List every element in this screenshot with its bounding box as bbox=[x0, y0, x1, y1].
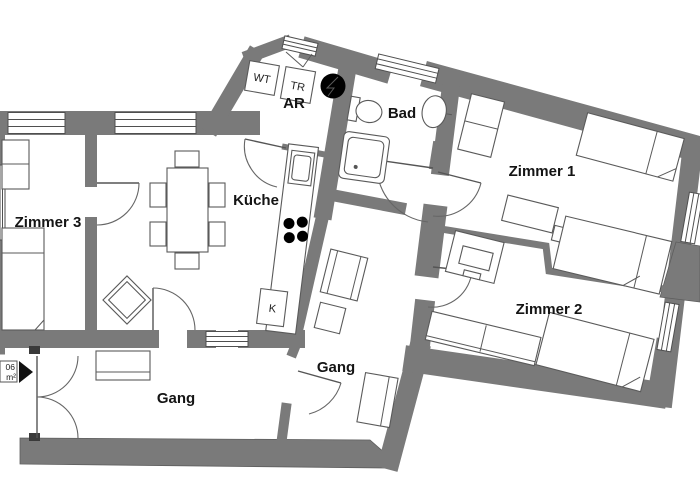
wall-right-step bbox=[659, 241, 700, 303]
window-zimmer2-right bbox=[656, 301, 680, 353]
fridge bbox=[255, 287, 289, 328]
wall-gang-zimmer2 bbox=[407, 298, 436, 366]
window-kueche-top bbox=[114, 112, 197, 134]
bed2-zimmer1 bbox=[552, 215, 673, 295]
side-table-gang bbox=[313, 301, 347, 335]
bathroom-sink bbox=[421, 95, 453, 129]
furniture-layer: K WT TR bbox=[1, 51, 685, 429]
shower bbox=[338, 131, 391, 184]
entrance-tag-line1: 06 bbox=[6, 362, 16, 372]
label-ar: AR bbox=[283, 95, 305, 112]
wall-ar-bad-top bbox=[298, 36, 394, 84]
label-gang-left: Gang bbox=[157, 390, 195, 407]
label-bad: Bad bbox=[388, 105, 416, 122]
wardrobe-zimmer1 bbox=[457, 93, 506, 158]
labels-layer: Zimmer 1 Zimmer 2 Zimmer 3 Küche Bad AR … bbox=[15, 95, 583, 407]
armchair-kueche bbox=[102, 275, 152, 325]
entrance-tag-line2: m² bbox=[6, 372, 16, 382]
dryer-box: TR bbox=[279, 66, 317, 104]
dining-table bbox=[166, 167, 209, 253]
wardrobe-zimmer3 bbox=[1, 139, 30, 190]
toilet bbox=[346, 95, 383, 124]
label-zimmer3: Zimmer 3 bbox=[15, 214, 82, 231]
door-zimmer3 bbox=[96, 182, 140, 226]
armchair-gang bbox=[319, 248, 369, 302]
window-bad bbox=[374, 53, 440, 84]
door-gang-connector bbox=[297, 370, 342, 415]
door-ar bbox=[243, 138, 287, 188]
window-gang-interior bbox=[205, 331, 249, 347]
entrance-tag: 06 m² bbox=[0, 360, 33, 383]
label-zimmer1: Zimmer 1 bbox=[509, 163, 576, 180]
wall-zimmer2-right bbox=[645, 337, 677, 409]
stove-burner bbox=[297, 230, 309, 242]
window-zimmer3-top bbox=[7, 112, 66, 134]
wall-kueche-bad bbox=[313, 66, 357, 221]
desk-zimmer2 bbox=[444, 229, 505, 285]
wall-bad-zimmer1 bbox=[430, 83, 461, 177]
door-zimmer1 bbox=[432, 171, 482, 217]
wall-divider-west-block bbox=[414, 203, 448, 279]
wall-zimmer2-bottom bbox=[402, 345, 669, 409]
dryer-label: TR bbox=[289, 80, 306, 94]
fridge-label: K bbox=[268, 303, 277, 316]
sofa-zimmer2 bbox=[424, 310, 542, 367]
dining-chairs bbox=[149, 150, 226, 270]
bed-zimmer3 bbox=[1, 227, 45, 331]
electrical-symbol bbox=[320, 73, 346, 99]
window-ar bbox=[281, 35, 319, 57]
door-kueche bbox=[152, 287, 196, 331]
entrance-arrow-icon bbox=[19, 361, 33, 383]
washer-box: WT bbox=[243, 59, 281, 97]
sideboard-gang bbox=[95, 350, 151, 381]
label-zimmer2: Zimmer 2 bbox=[516, 301, 583, 318]
washer-label: WT bbox=[252, 72, 271, 87]
label-kueche: Küche bbox=[233, 192, 279, 209]
bed-zimmer2 bbox=[535, 311, 655, 393]
door-entrance-double bbox=[29, 346, 79, 441]
bed-zimmer1 bbox=[575, 112, 685, 182]
wall-kueche-gang-right bbox=[287, 202, 332, 345]
wall-gang-connector-stubs bbox=[276, 335, 304, 444]
windows-layer bbox=[0, 35, 700, 353]
wall-bad-door-jamb bbox=[428, 140, 443, 171]
wall-bottom bbox=[19, 437, 396, 469]
window-zimmer1-right bbox=[680, 191, 700, 245]
wall-ar-south-thin bbox=[226, 122, 342, 161]
wall-ar-northwest-diagonal bbox=[201, 45, 265, 137]
wall-ar-top bbox=[241, 34, 294, 65]
stove-burner bbox=[283, 232, 295, 244]
stove-burner bbox=[296, 216, 308, 228]
bench-gang bbox=[356, 371, 399, 429]
wall-bad-bottom bbox=[329, 188, 408, 216]
label-gang-right: Gang bbox=[317, 359, 355, 376]
stove-burner bbox=[283, 218, 295, 230]
kitchen-counter: K bbox=[255, 143, 320, 335]
